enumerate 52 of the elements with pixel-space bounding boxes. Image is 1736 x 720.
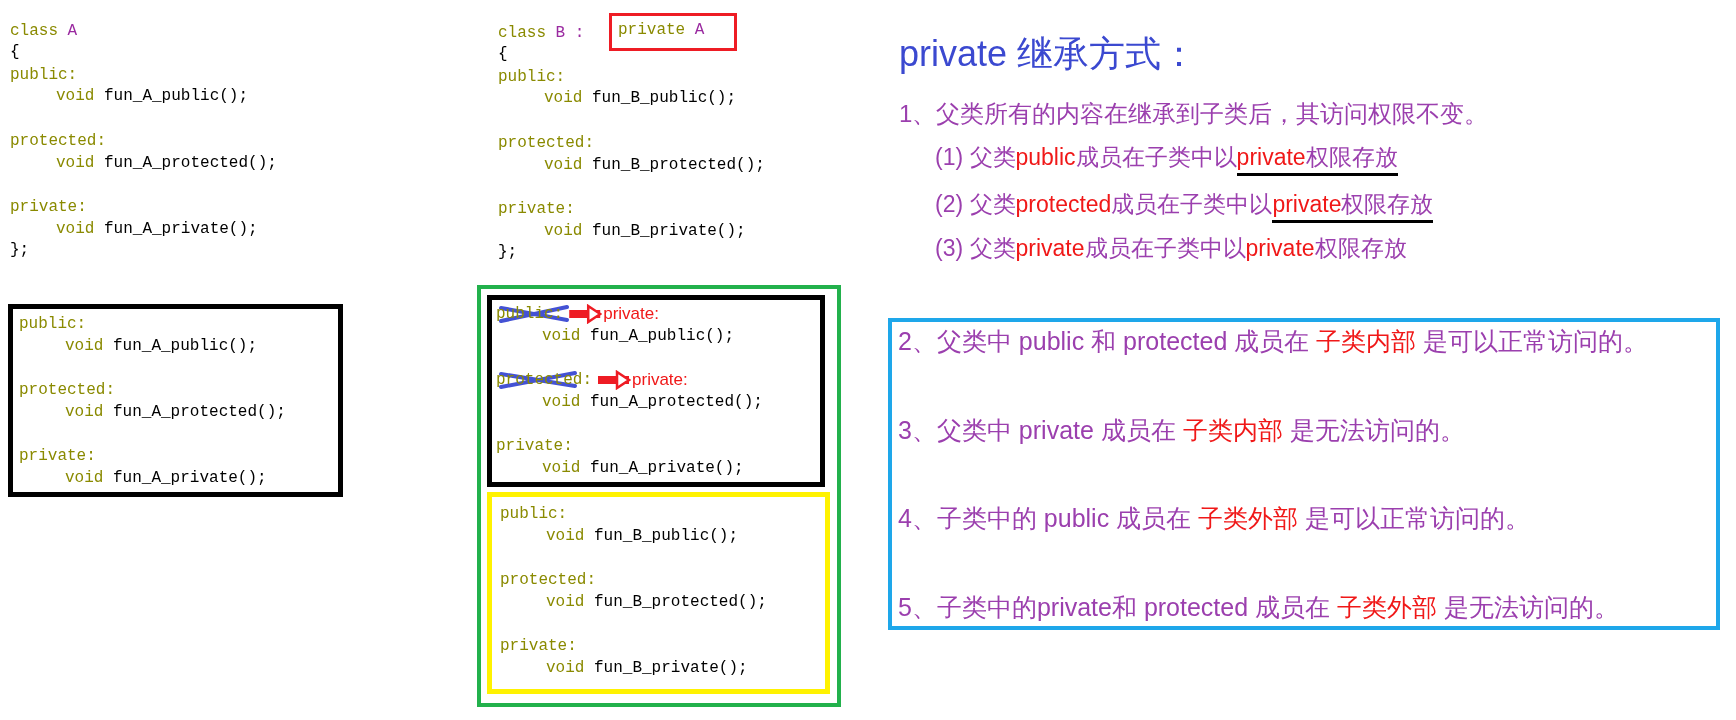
code-line: }; (10, 240, 30, 261)
code-line: }; (498, 242, 518, 263)
code-line: void fun_A_public(); (55, 86, 249, 107)
replacement-label: private: (632, 369, 688, 391)
code-line: protected: (10, 131, 106, 152)
code-line: void fun_B_private(); (543, 221, 746, 242)
title-text: private 继承方式： (899, 32, 1198, 76)
code-line: void fun_B_protected(); (543, 155, 765, 176)
code-line: { (498, 44, 508, 65)
code-line: private: (496, 436, 574, 457)
code-line: void fun_A_public(); (64, 336, 259, 357)
list-item-text: 2、父类中 public 和 protected 成员在 子类内部 是可以正常访问的。 (898, 327, 1649, 355)
code-line: { (10, 42, 20, 63)
note-box (888, 318, 1720, 630)
code-box (487, 492, 830, 694)
code-line: private: (19, 446, 97, 467)
list-item-text: 4、子类中的 public 成员在 子类外部 是可以正常访问的。 (898, 504, 1530, 533)
code-line: public: (498, 67, 566, 88)
list-item-text: 5、子类中的private和 protected 成员在 子类外部 是无法访问的。 (898, 592, 1619, 621)
code-line: public: (500, 504, 569, 525)
group-frame (477, 285, 841, 707)
code-line: class A (10, 21, 78, 42)
code-line: void fun_A_protected(); (64, 402, 287, 423)
code-line: void fun_B_public(); (543, 88, 737, 109)
highlight-box (609, 13, 737, 51)
code-line: void fun_A_private(); (541, 458, 745, 479)
list-item-text: 3、父类中 private 成员在 子类内部 是无法访问的。 (898, 415, 1465, 444)
code-line: private A (618, 20, 706, 41)
description-text: (3) 父类private成员在子类中以private权限存放 (935, 235, 1407, 261)
description-text: (1) 父类public成员在子类中以private权限存放 (935, 144, 1398, 170)
code-line: void fun_A_protected(); (55, 153, 277, 174)
code-line: private: (10, 197, 87, 218)
code-line: private: (498, 199, 575, 220)
code-line: public: (10, 65, 78, 86)
code-line: protected: (19, 380, 116, 401)
description-text: (2) 父类protected成员在子类中以private权限存放 (935, 191, 1434, 217)
code-line: void fun_A_public(); (541, 326, 736, 347)
replacement-label: private: (603, 303, 659, 325)
code-line: public: (19, 314, 88, 335)
code-line: void fun_A_private(); (64, 468, 268, 489)
code-line: protected: (498, 133, 594, 154)
code-line: protected: (500, 570, 597, 591)
code-box (8, 304, 343, 497)
code-line: void fun_A_private(); (55, 219, 258, 240)
code-line: private: (500, 636, 578, 657)
code-line: void fun_B_public(); (545, 526, 740, 547)
code-line: void fun_B_protected(); (545, 592, 768, 613)
code-line: void fun_B_private(); (545, 658, 749, 679)
description-text: 1、父类所有的内容在继承到子类后，其访问权限不变。 (899, 100, 1489, 127)
code-line: class B : (498, 23, 585, 44)
code-box (487, 295, 825, 487)
code-line: void fun_A_protected(); (541, 392, 764, 413)
